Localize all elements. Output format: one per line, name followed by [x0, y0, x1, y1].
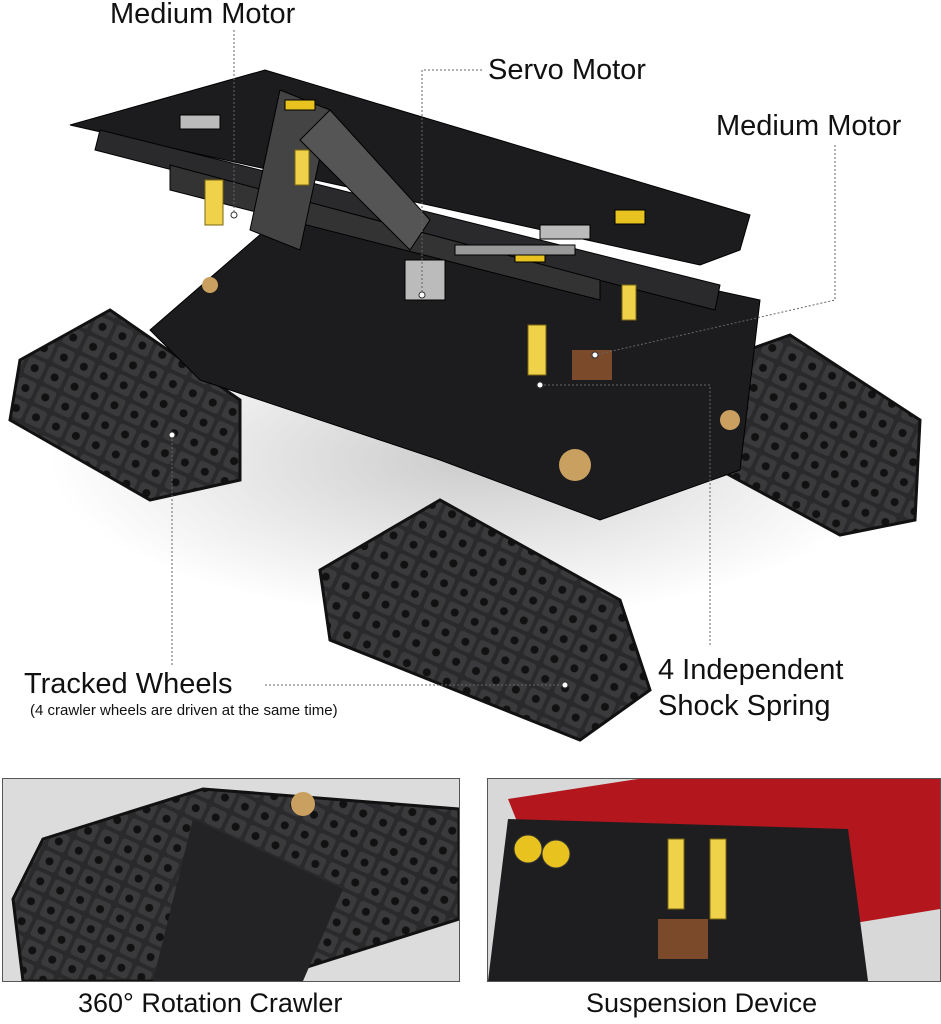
caption-suspension-device: Suspension Device [586, 988, 818, 1018]
label-medium-motor-left: Medium Motor [110, 0, 296, 30]
label-servo-motor: Servo Motor [488, 54, 646, 86]
label-medium-motor-right: Medium Motor [716, 110, 902, 142]
chassis [69, 69, 761, 521]
track-front [318, 498, 652, 742]
label-shock-spring-line1: 4 Independent [658, 654, 844, 686]
label-shock-spring-line2: Shock Spring [658, 690, 831, 722]
suspension-closeup-image [488, 779, 940, 981]
track-rear-left [8, 308, 242, 502]
label-tracked-wheels: Tracked Wheels [24, 668, 233, 700]
crawler-closeup-image [3, 779, 459, 981]
caption-rotation-crawler: 360° Rotation Crawler [78, 988, 343, 1018]
vehicle-illustration [8, 30, 922, 742]
panel-suspension-device [487, 778, 941, 982]
leader-lines [171, 30, 836, 686]
label-tracked-wheels-note: (4 crawler wheels are driven at the same… [30, 702, 338, 719]
shock-springs [204, 149, 637, 376]
callout-dots [168, 211, 599, 689]
panel-rotation-crawler [2, 778, 460, 982]
